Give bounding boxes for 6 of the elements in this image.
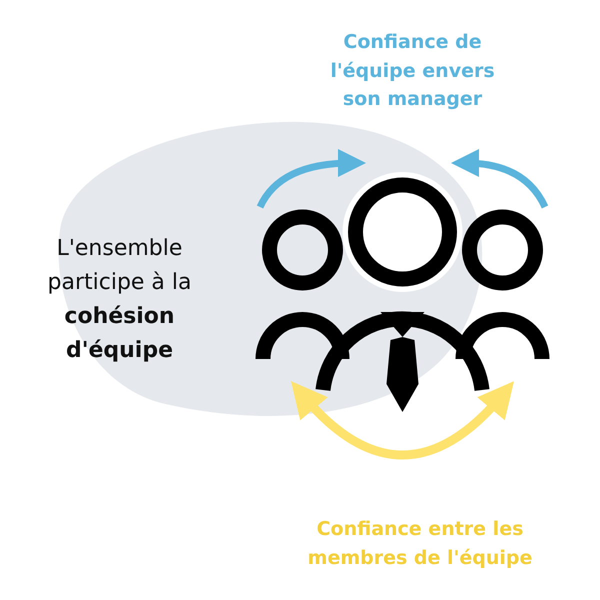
curved-arrow xyxy=(290,382,515,460)
curved-arrow xyxy=(256,149,366,209)
curved-arrow xyxy=(451,149,548,209)
arrow-caption: Confiance entre les membres de l'équipe xyxy=(306,517,534,570)
summary-text: L'ensemble participe à la cohésion d'équipe xyxy=(46,235,192,366)
arrow-caption: Confiance de l'équipe envers son manager xyxy=(329,30,496,112)
